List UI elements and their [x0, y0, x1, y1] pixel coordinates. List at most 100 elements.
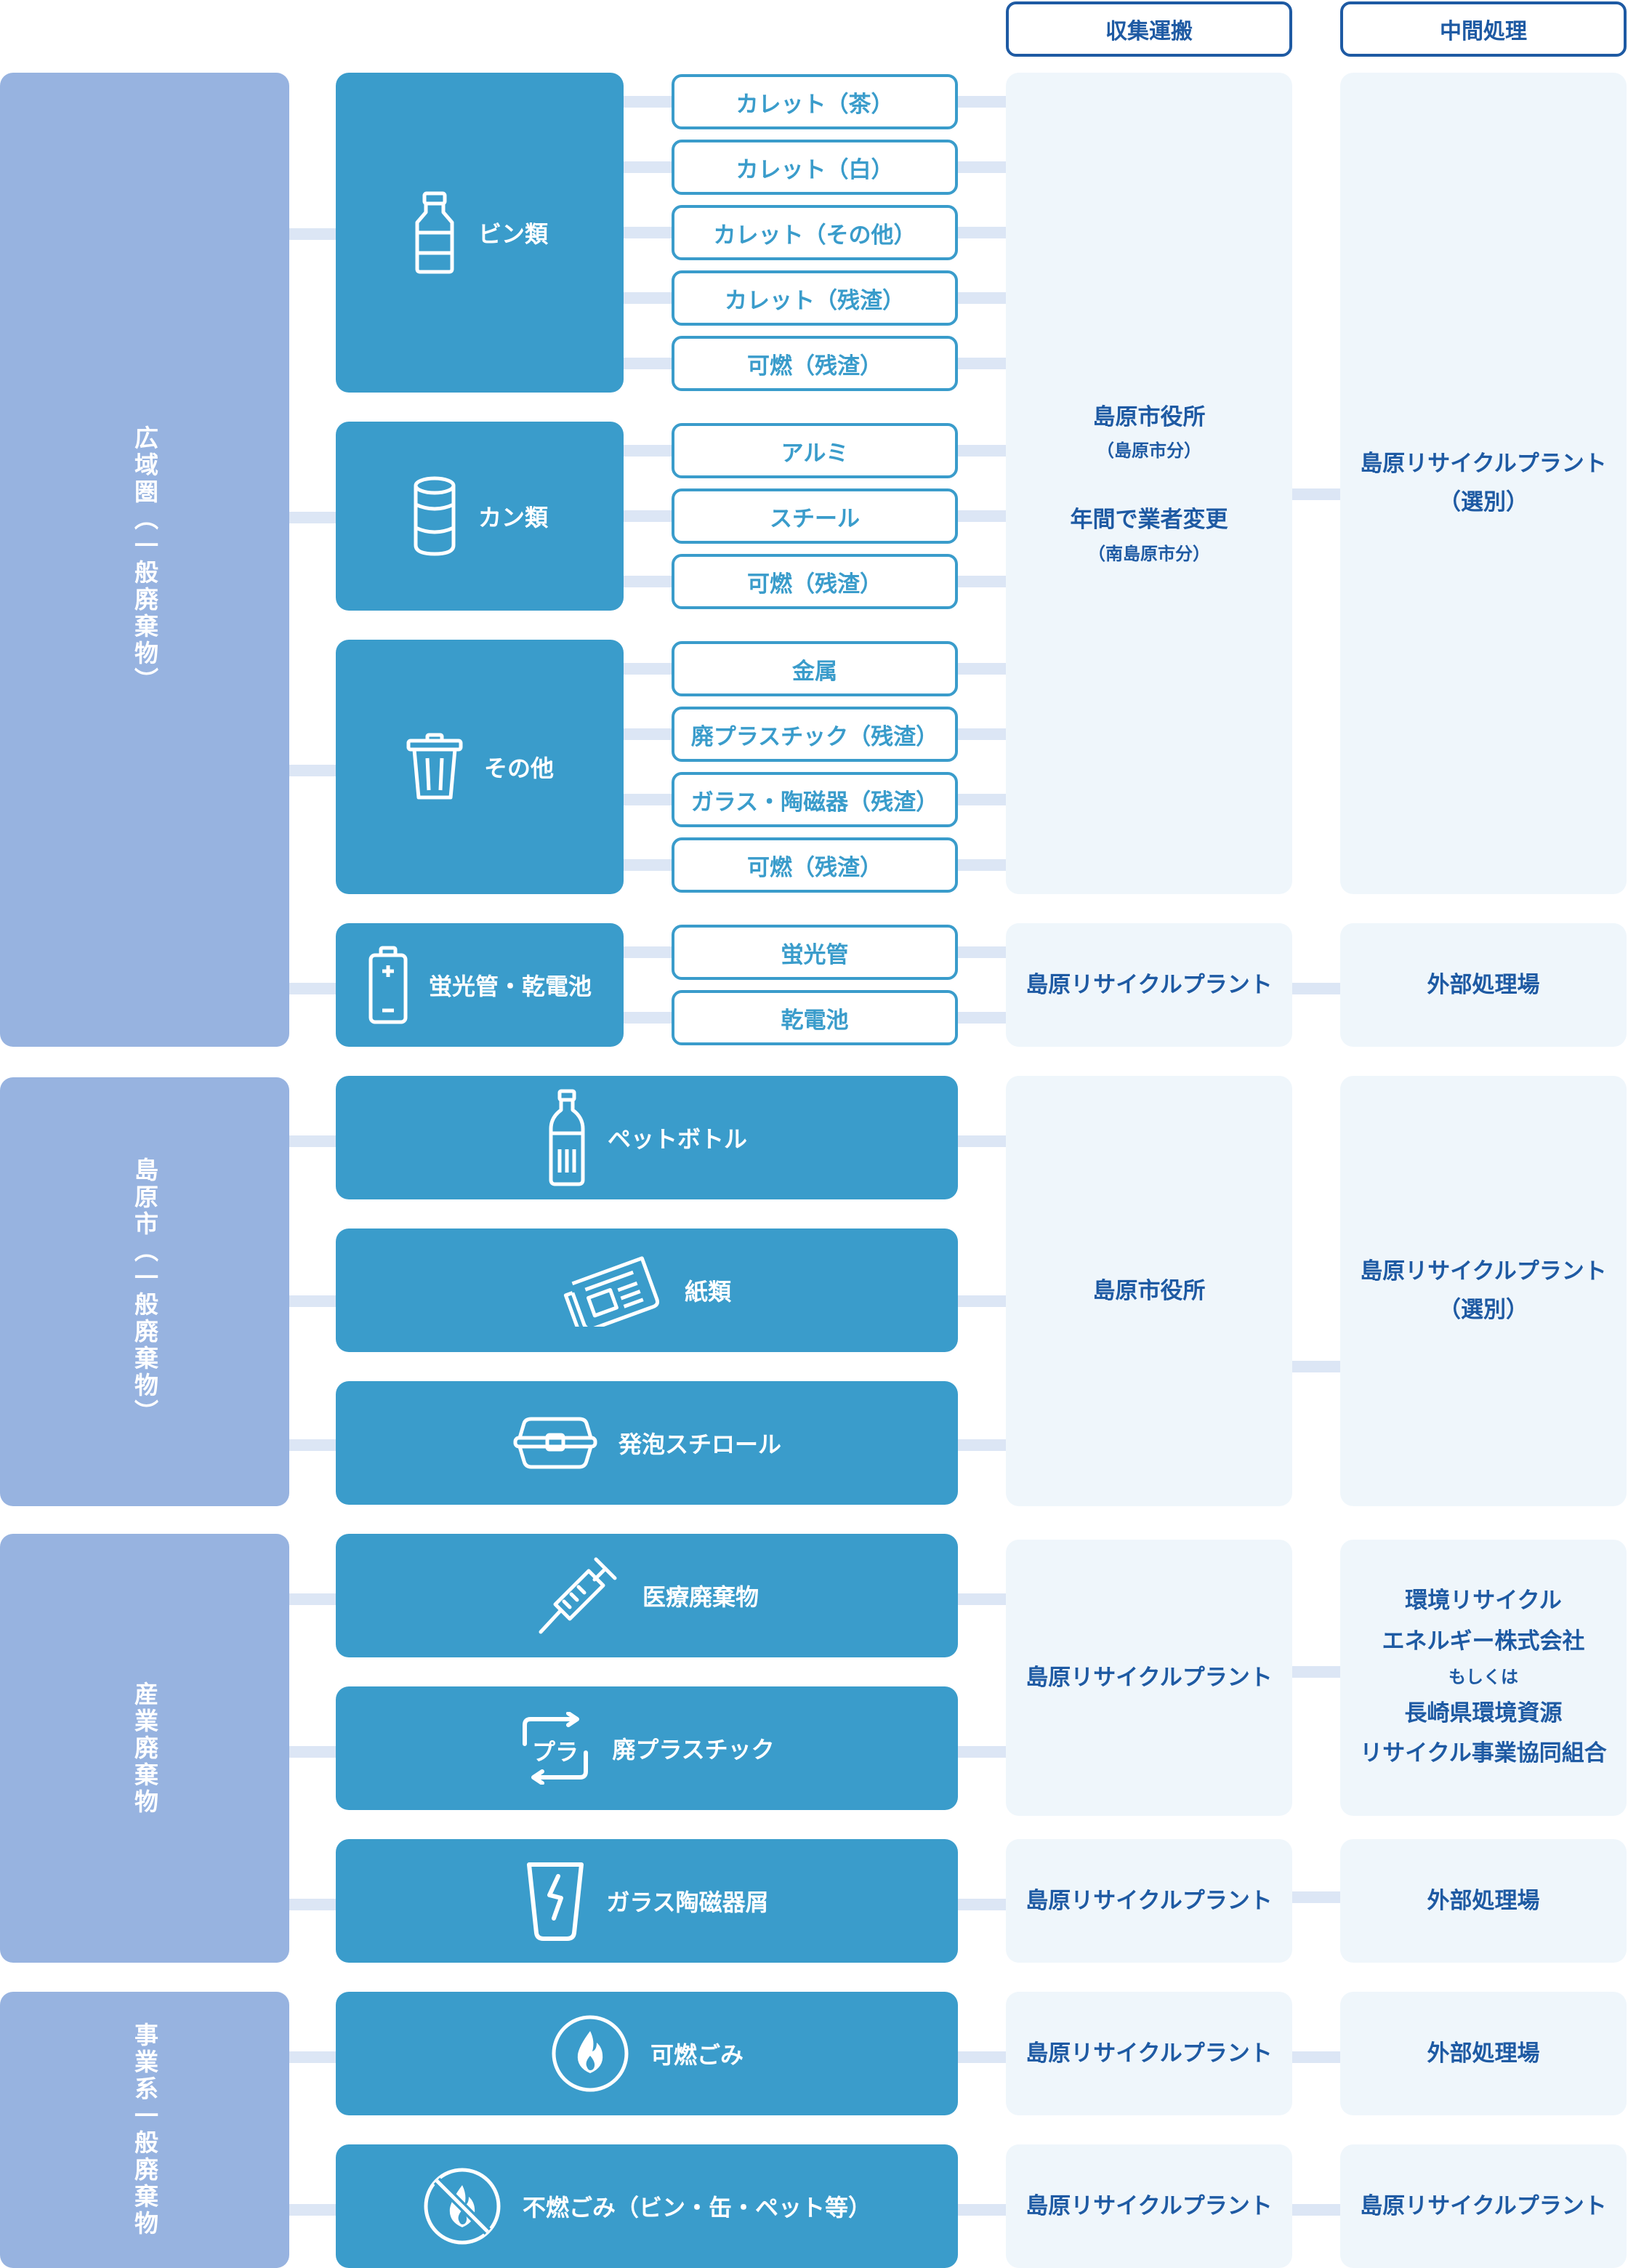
processing-text: エネルギー株式会社: [1382, 1628, 1585, 1654]
connector: [624, 358, 672, 369]
category-pet-bottles: ペットボトル: [336, 1076, 958, 1199]
connector: [958, 227, 1006, 238]
category-label: カン類: [477, 504, 548, 531]
food-container-icon: [513, 1417, 597, 1469]
category-waste-plastic: プラ 廃プラスチック: [336, 1686, 958, 1810]
connector: [958, 1899, 1006, 1910]
connector: [1292, 1666, 1340, 1678]
processing-panel: 島原リサイクルプラント （選別）: [1340, 1076, 1627, 1506]
connector: [1292, 983, 1340, 994]
connector: [624, 510, 672, 522]
sub-item: ガラス・陶磁器（残渣）: [672, 772, 958, 827]
connector: [958, 96, 1006, 108]
connector: [289, 983, 336, 994]
processing-text: 環境リサイクル: [1405, 1587, 1562, 1614]
collection-text: 島原市役所: [1092, 1277, 1206, 1304]
group-shimabara-city: 島原市（一般廃棄物）: [0, 1077, 289, 1506]
sub-item: 可燃（残渣）: [672, 336, 958, 391]
group-label: 産業廃棄物: [130, 1681, 159, 1816]
group-industrial: 産業廃棄物: [0, 1534, 289, 1963]
connector: [624, 1012, 672, 1024]
connector: [289, 2051, 336, 2063]
connector: [958, 1593, 1006, 1605]
connector: [289, 765, 336, 776]
connector: [624, 96, 672, 108]
connector: [958, 292, 1006, 304]
connector: [289, 1746, 336, 1758]
connector: [624, 576, 672, 587]
category-label: 蛍光管・乾電池: [428, 973, 592, 1000]
collection-text: 島原リサイクルプラント: [1025, 2040, 1273, 2067]
connector: [958, 663, 1006, 675]
processing-panel: 外部処理場: [1340, 923, 1627, 1047]
group-wide-area: 広域圏（一般廃棄物）: [0, 73, 289, 1047]
connector: [624, 859, 672, 871]
category-styrofoam: 発泡スチロール: [336, 1381, 958, 1505]
connector: [1292, 2204, 1340, 2216]
processing-text: リサイクル事業協同組合: [1360, 1740, 1607, 1767]
connector: [1292, 2051, 1340, 2063]
connector: [958, 1135, 1006, 1147]
connector: [624, 227, 672, 238]
category-label: 廃プラスチック: [612, 1736, 775, 1764]
connector: [289, 1439, 336, 1451]
sub-item: カレット（その他）: [672, 205, 958, 260]
connector: [1292, 1891, 1340, 1903]
collection-panel: 島原リサイクルプラント: [1006, 1540, 1292, 1816]
collection-text: 島原市役所: [1092, 403, 1206, 430]
collection-text: 島原リサイクルプラント: [1025, 1887, 1273, 1914]
connector: [624, 292, 672, 304]
processing-text: 外部処理場: [1427, 971, 1540, 998]
connector: [958, 1295, 1006, 1307]
category-label: その他: [483, 755, 554, 782]
broken-glass-icon: [527, 1862, 584, 1941]
connector: [624, 728, 672, 740]
processing-panel: 外部処理場: [1340, 1992, 1627, 2115]
connector: [1292, 488, 1340, 500]
connector: [958, 728, 1006, 740]
processing-panel: 島原リサイクルプラント （選別）: [1340, 73, 1627, 894]
connector: [624, 663, 672, 675]
category-label: 発泡スチロール: [618, 1431, 781, 1458]
connector: [624, 946, 672, 958]
category-label: 可燃ごみ: [650, 2041, 744, 2069]
no-flame-icon: [424, 2168, 501, 2245]
connector: [624, 445, 672, 457]
category-medical-waste: 医療廃棄物: [336, 1534, 958, 1657]
collection-text: 島原リサイクルプラント: [1025, 1664, 1273, 1691]
category-paper: 紙類: [336, 1228, 958, 1352]
connector: [958, 510, 1006, 522]
sub-item: カレット（残渣）: [672, 270, 958, 326]
collection-note: （南島原市分）: [1088, 543, 1210, 564]
processing-text: 長崎県環境資源: [1404, 1700, 1563, 1726]
processing-text: 島原リサイクルプラント: [1360, 1258, 1607, 1285]
processing-text: （選別）: [1438, 1297, 1528, 1323]
connector: [958, 946, 1006, 958]
category-burnable: 可燃ごみ: [336, 1992, 958, 2115]
connector: [289, 1295, 336, 1307]
processing-text: 島原リサイクルプラント: [1360, 451, 1607, 478]
sub-item: 可燃（残渣）: [672, 837, 958, 893]
plastic-recycle-icon: プラ: [523, 1712, 589, 1785]
connector: [289, 1135, 336, 1147]
group-label: 島原市（一般廃棄物）: [130, 1157, 159, 1426]
sub-item: カレット（茶）: [672, 74, 958, 129]
processing-panel: 環境リサイクル エネルギー株式会社 もしくは 長崎県環境資源 リサイクル事業協同…: [1340, 1540, 1627, 1816]
connector: [624, 794, 672, 805]
processing-text: 外部処理場: [1427, 1887, 1540, 1914]
connector: [289, 1899, 336, 1910]
connector: [958, 859, 1006, 871]
connector: [958, 2051, 1006, 2063]
can-icon: [414, 476, 456, 556]
collection-text: 島原リサイクルプラント: [1025, 2192, 1273, 2219]
collection-text: 島原リサイクルプラント: [1025, 971, 1273, 998]
category-label: 医療廃棄物: [642, 1583, 759, 1611]
newspaper-icon: [563, 1256, 660, 1327]
group-label: 事業系一般廃棄物: [130, 2022, 159, 2237]
sub-item: カレット（白）: [672, 140, 958, 195]
sub-item: 蛍光管: [672, 925, 958, 980]
processing-panel: 外部処理場: [1340, 1839, 1627, 1963]
collection-panel: 島原市役所: [1006, 1076, 1292, 1506]
category-label: ビン類: [477, 220, 548, 248]
trash-can-icon: [406, 733, 463, 800]
